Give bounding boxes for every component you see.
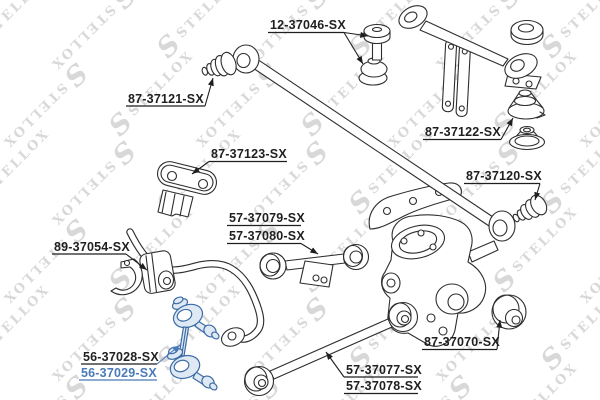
label-56-37029[interactable]: 56-37029-SX: [81, 366, 157, 380]
labels-layer: 12-37046-SX 87-37121-SX 87-37122-SX 87-3…: [52, 18, 542, 395]
leader-line: [500, 117, 514, 140]
leader-line: [343, 31, 369, 38]
part-bracket-87-37123: [156, 161, 218, 218]
part-rod-57-37077: [243, 301, 419, 397]
label-87-37120: 87-37120-SX: [466, 169, 542, 183]
label-89-37054: 89-37054-SX: [54, 240, 130, 254]
leader-line: [534, 183, 541, 201]
label-12-37046: 12-37046-SX: [270, 18, 346, 32]
leader-line: [300, 243, 319, 255]
part-bushing-87-37121: [201, 51, 237, 77]
label-57-37078: 57-37078-SX: [346, 379, 422, 393]
part-long-lateral-rod: [232, 44, 516, 242]
label-57-37079: 57-37079-SX: [229, 211, 305, 225]
part-link-12-37046: [358, 23, 391, 86]
part-bushing-87-37120: [512, 194, 548, 223]
label-87-37121: 87-37121-SX: [128, 92, 204, 106]
part-bushing-89-37054: [139, 250, 176, 294]
part-bushing-87-37070: [491, 294, 527, 330]
label-87-37123: 87-37123-SX: [211, 147, 287, 161]
part-strut-mounts-87-37122: [507, 89, 546, 151]
label-56-37028: 56-37028-SX: [83, 350, 159, 364]
leader-line: [191, 161, 210, 175]
part-upper-arm-assembly: [398, 5, 544, 117]
leader-line: [125, 253, 148, 271]
leader-line: [204, 77, 214, 107]
part-knuckle-assembly: [381, 214, 499, 347]
label-57-37080: 57-37080-SX: [229, 229, 305, 243]
leader-line: [343, 32, 364, 65]
leader-line: [496, 319, 503, 350]
label-87-37070: 87-37070-SX: [424, 335, 500, 349]
part-arm-57-37079: [259, 243, 370, 288]
label-87-37122: 87-37122-SX: [425, 125, 501, 139]
label-57-37077: 57-37077-SX: [346, 363, 422, 377]
part-clamp-bracket: [110, 258, 143, 296]
part-stabilizer-link-56-37029[interactable]: [165, 294, 222, 393]
leader-line: [156, 344, 181, 365]
leader-line: [325, 351, 345, 378]
